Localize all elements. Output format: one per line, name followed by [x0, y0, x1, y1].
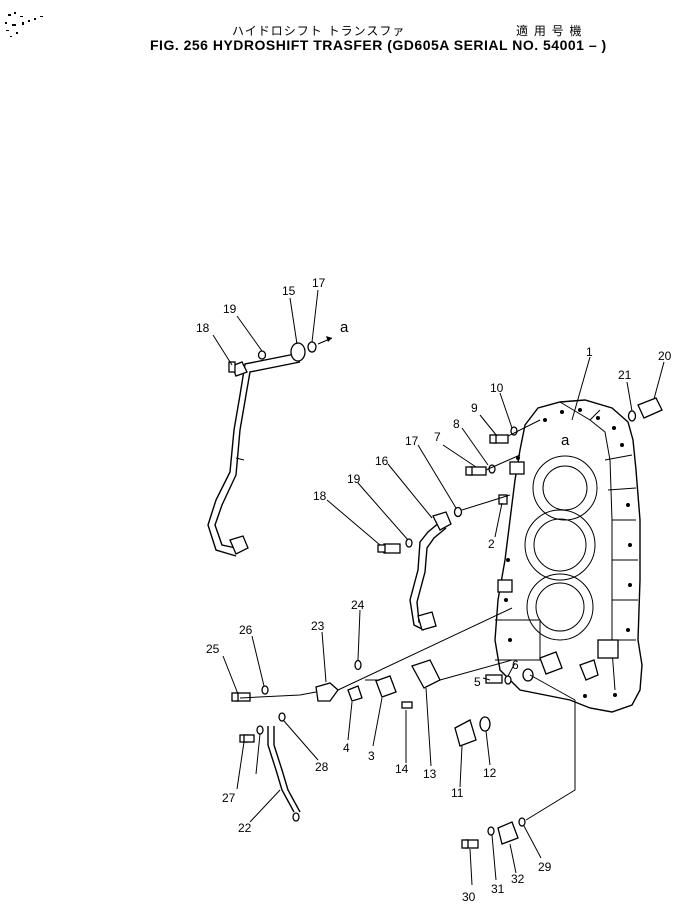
callout-31: 31 [491, 882, 505, 896]
callout-20: 20 [658, 349, 672, 363]
reference-mark-a-upper: a [340, 319, 349, 336]
figure-title: FIG. 256 HYDROSHIFT TRASFER (GD605A SERI… [150, 37, 607, 53]
callout-17-upper: 17 [312, 276, 326, 290]
callout-28: 28 [315, 760, 329, 774]
callout-14: 14 [395, 762, 409, 776]
callout-5: 5 [474, 675, 481, 689]
figure-header: ハイドロシフト トランスファ 適 用 号 機 FIG. 256 HYDROSHI… [0, 0, 697, 70]
callout-18-middle: 18 [313, 489, 327, 503]
callout-32: 32 [511, 872, 525, 886]
transfer-case-housing [494, 399, 643, 713]
callout-2: 2 [488, 537, 495, 551]
callout-6: 6 [512, 658, 519, 672]
callout-labels: 1 2 3 4 5 6 7 8 9 10 11 12 13 14 15 16 1… [196, 276, 672, 904]
applicable-serial-label: 適 用 号 機 [516, 24, 583, 38]
callout-19-middle: 19 [347, 472, 361, 486]
callout-9: 9 [471, 401, 478, 415]
callout-4: 4 [343, 741, 350, 755]
callout-19-upper: 19 [223, 302, 237, 316]
callout-29: 29 [538, 860, 552, 874]
callout-11: 11 [451, 786, 464, 800]
callout-8: 8 [453, 417, 460, 431]
leader-lines [212, 289, 665, 886]
callout-30: 30 [462, 890, 476, 904]
middle-oil-pipe-assembly [377, 506, 463, 631]
callout-1: 1 [586, 345, 593, 359]
callout-12: 12 [483, 766, 497, 780]
upper-oil-pipe-assembly [207, 336, 333, 557]
scan-artifact [5, 12, 43, 37]
callout-7: 7 [434, 430, 441, 444]
lower-cover-and-plugs [454, 651, 599, 849]
callout-3: 3 [368, 749, 375, 763]
callout-16: 16 [375, 454, 389, 468]
callout-23: 23 [311, 619, 325, 633]
callout-26: 26 [239, 623, 253, 637]
callout-17-middle: 17 [405, 434, 419, 448]
lower-pipe-and-fittings [231, 659, 441, 822]
callout-10: 10 [490, 381, 504, 395]
japanese-title: ハイドロシフト トランスファ [232, 24, 406, 38]
callout-15: 15 [282, 284, 296, 298]
callout-18-upper: 18 [196, 321, 210, 335]
callout-13: 13 [423, 767, 437, 781]
callout-24: 24 [351, 598, 365, 612]
callout-27: 27 [222, 791, 236, 805]
callout-25: 25 [206, 642, 220, 656]
callout-22: 22 [238, 821, 252, 835]
callout-21: 21 [618, 368, 632, 382]
reference-mark-a-housing: a [561, 432, 570, 449]
